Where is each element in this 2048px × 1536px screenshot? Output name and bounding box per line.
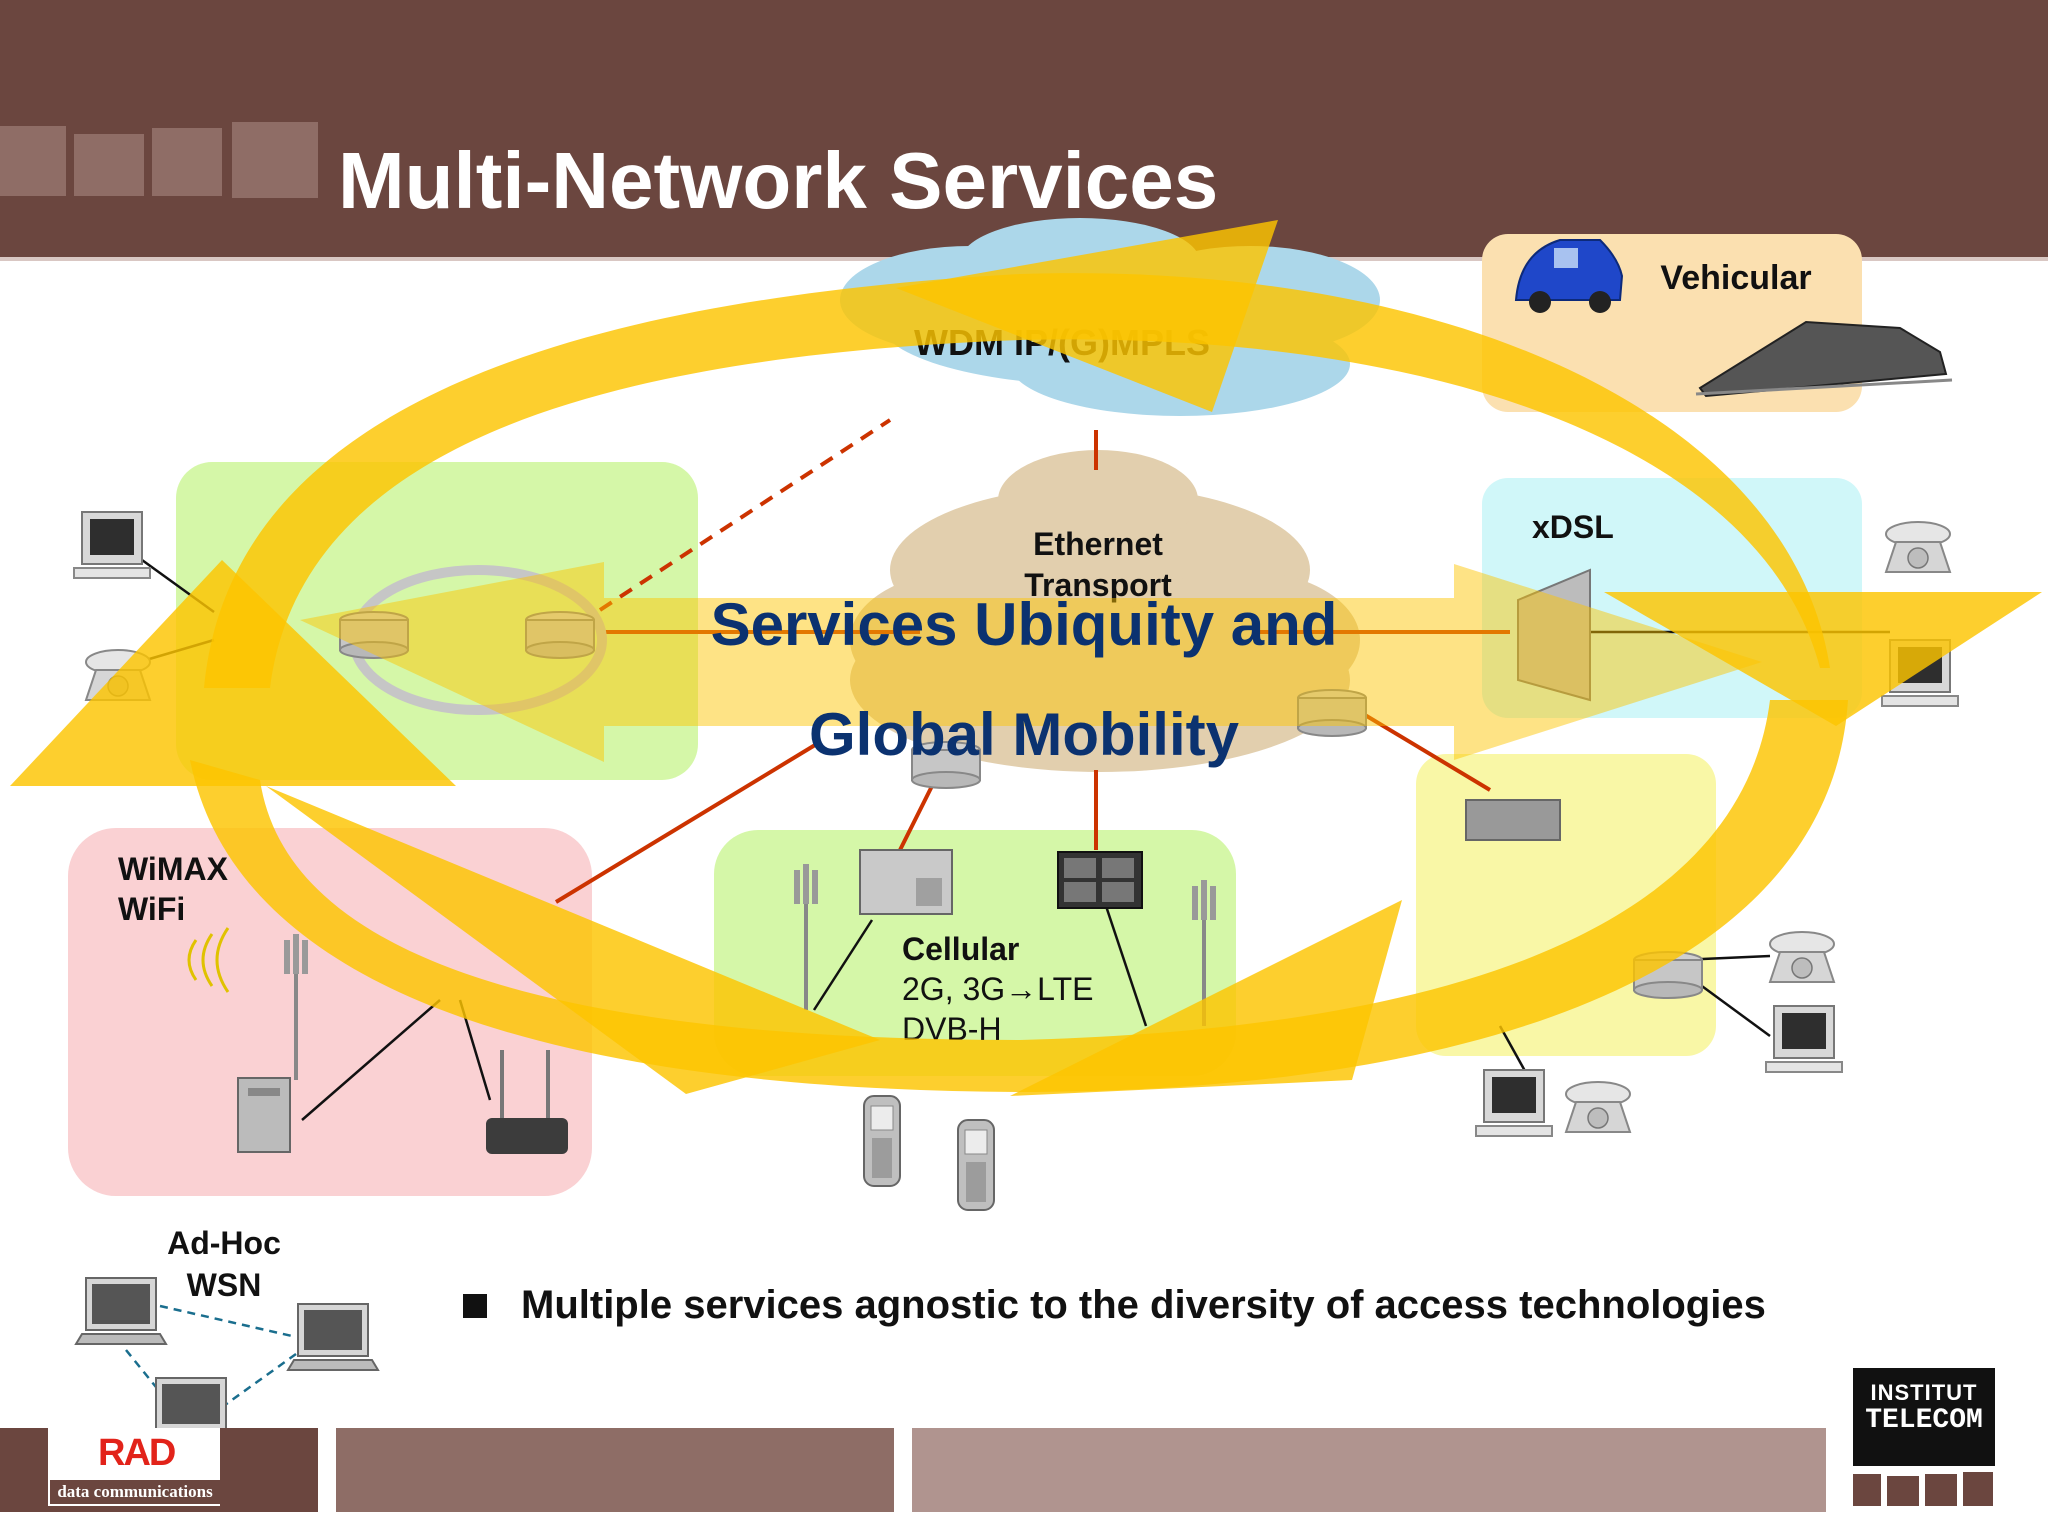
footer-bar-right: [912, 1428, 1826, 1512]
upper-arc-head-top: [896, 220, 1278, 412]
lower-arc-head-left: [266, 786, 880, 1094]
lower-arc-arrow: [190, 700, 1848, 1092]
wimax-label-line2: WiFi: [118, 891, 185, 927]
rad-logo-caption: data communications: [50, 1480, 220, 1504]
network-links: [554, 418, 1510, 904]
cellular-server-icon: [1057, 851, 1143, 909]
xdsl-phone-icon: [1885, 521, 1951, 573]
telecom-logo-line1: INSTITUT: [1870, 1380, 1978, 1405]
lower-arc-head-bottom: [1010, 900, 1402, 1096]
vehicular-label: Vehicular: [1660, 259, 1811, 297]
metro-monitor-icon: [73, 511, 151, 579]
institut-telecom-logo: [1853, 1368, 1995, 1466]
bullet-square-icon: [463, 1293, 487, 1318]
mobile-handset-icon-2: [957, 1119, 995, 1211]
dslam: [1517, 568, 1591, 702]
ethernet-label-line2: Transport: [1024, 567, 1172, 603]
slide-header-bar: [0, 0, 2048, 257]
wifi-access-point-icon: [486, 1050, 568, 1154]
wifi-signal-icon: [187, 927, 230, 993]
adhoc-label-line2: WSN: [187, 1267, 262, 1303]
adhoc-laptop-icon: [75, 1277, 167, 1345]
fiber-olt: [1465, 799, 1561, 841]
fiber-monitor-icon-2: [1475, 1069, 1553, 1137]
mobile-handset-icon: [863, 1095, 901, 1187]
fiber-monitor-icon: [1765, 1005, 1843, 1073]
wimax-base-station-icon: [237, 1077, 291, 1153]
overlay-headline-line2: Global Mobility: [809, 701, 1239, 768]
ubiquity-overlay: [10, 220, 2042, 1096]
xdsl-label: xDSL: [1532, 509, 1614, 545]
overlay-headline-line1: Services Ubiquity and: [710, 591, 1338, 658]
header-logo-mark: [0, 122, 318, 198]
adhoc-laptop-icon-2: [287, 1303, 379, 1371]
car-icon: [1514, 239, 1624, 313]
page-title: Multi-Network Services: [338, 136, 1219, 225]
bullet-point: Multiple services agnostic to the divers…: [463, 1283, 1766, 1328]
bullet-text: Multiple services agnostic to the divers…: [521, 1283, 1766, 1327]
cellular-controller-icon: [859, 849, 953, 915]
adhoc-links: [125, 1304, 297, 1412]
cellular-label: Cellular: [902, 931, 1019, 967]
rad-logo-mark: RAD: [98, 1432, 176, 1474]
horizontal-double-arrow: [300, 562, 1762, 762]
cellular-tech-line1: 2G, 3G→LTE: [902, 971, 1093, 1007]
lower-arc-head-right: [1604, 592, 2042, 726]
adhoc-label-line1: Ad-Hoc: [167, 1225, 281, 1261]
wimax-label-line1: WiMAX: [118, 851, 229, 887]
fiber-phone-icon-2: [1565, 1081, 1631, 1133]
fiber-phone-icon: [1769, 931, 1835, 983]
upper-arc-head-left: [10, 560, 456, 786]
ethernet-cloud: [850, 450, 1360, 772]
ethernet-label-line1: Ethernet: [1033, 526, 1163, 562]
telecom-logo-line2: TELECOM: [1865, 1405, 1983, 1436]
telecom-logo-mark: [1853, 1472, 1993, 1506]
upper-arc-arrow: [204, 273, 1830, 688]
train-icon: [1695, 320, 1953, 398]
footer-bar-middle: [336, 1428, 894, 1512]
